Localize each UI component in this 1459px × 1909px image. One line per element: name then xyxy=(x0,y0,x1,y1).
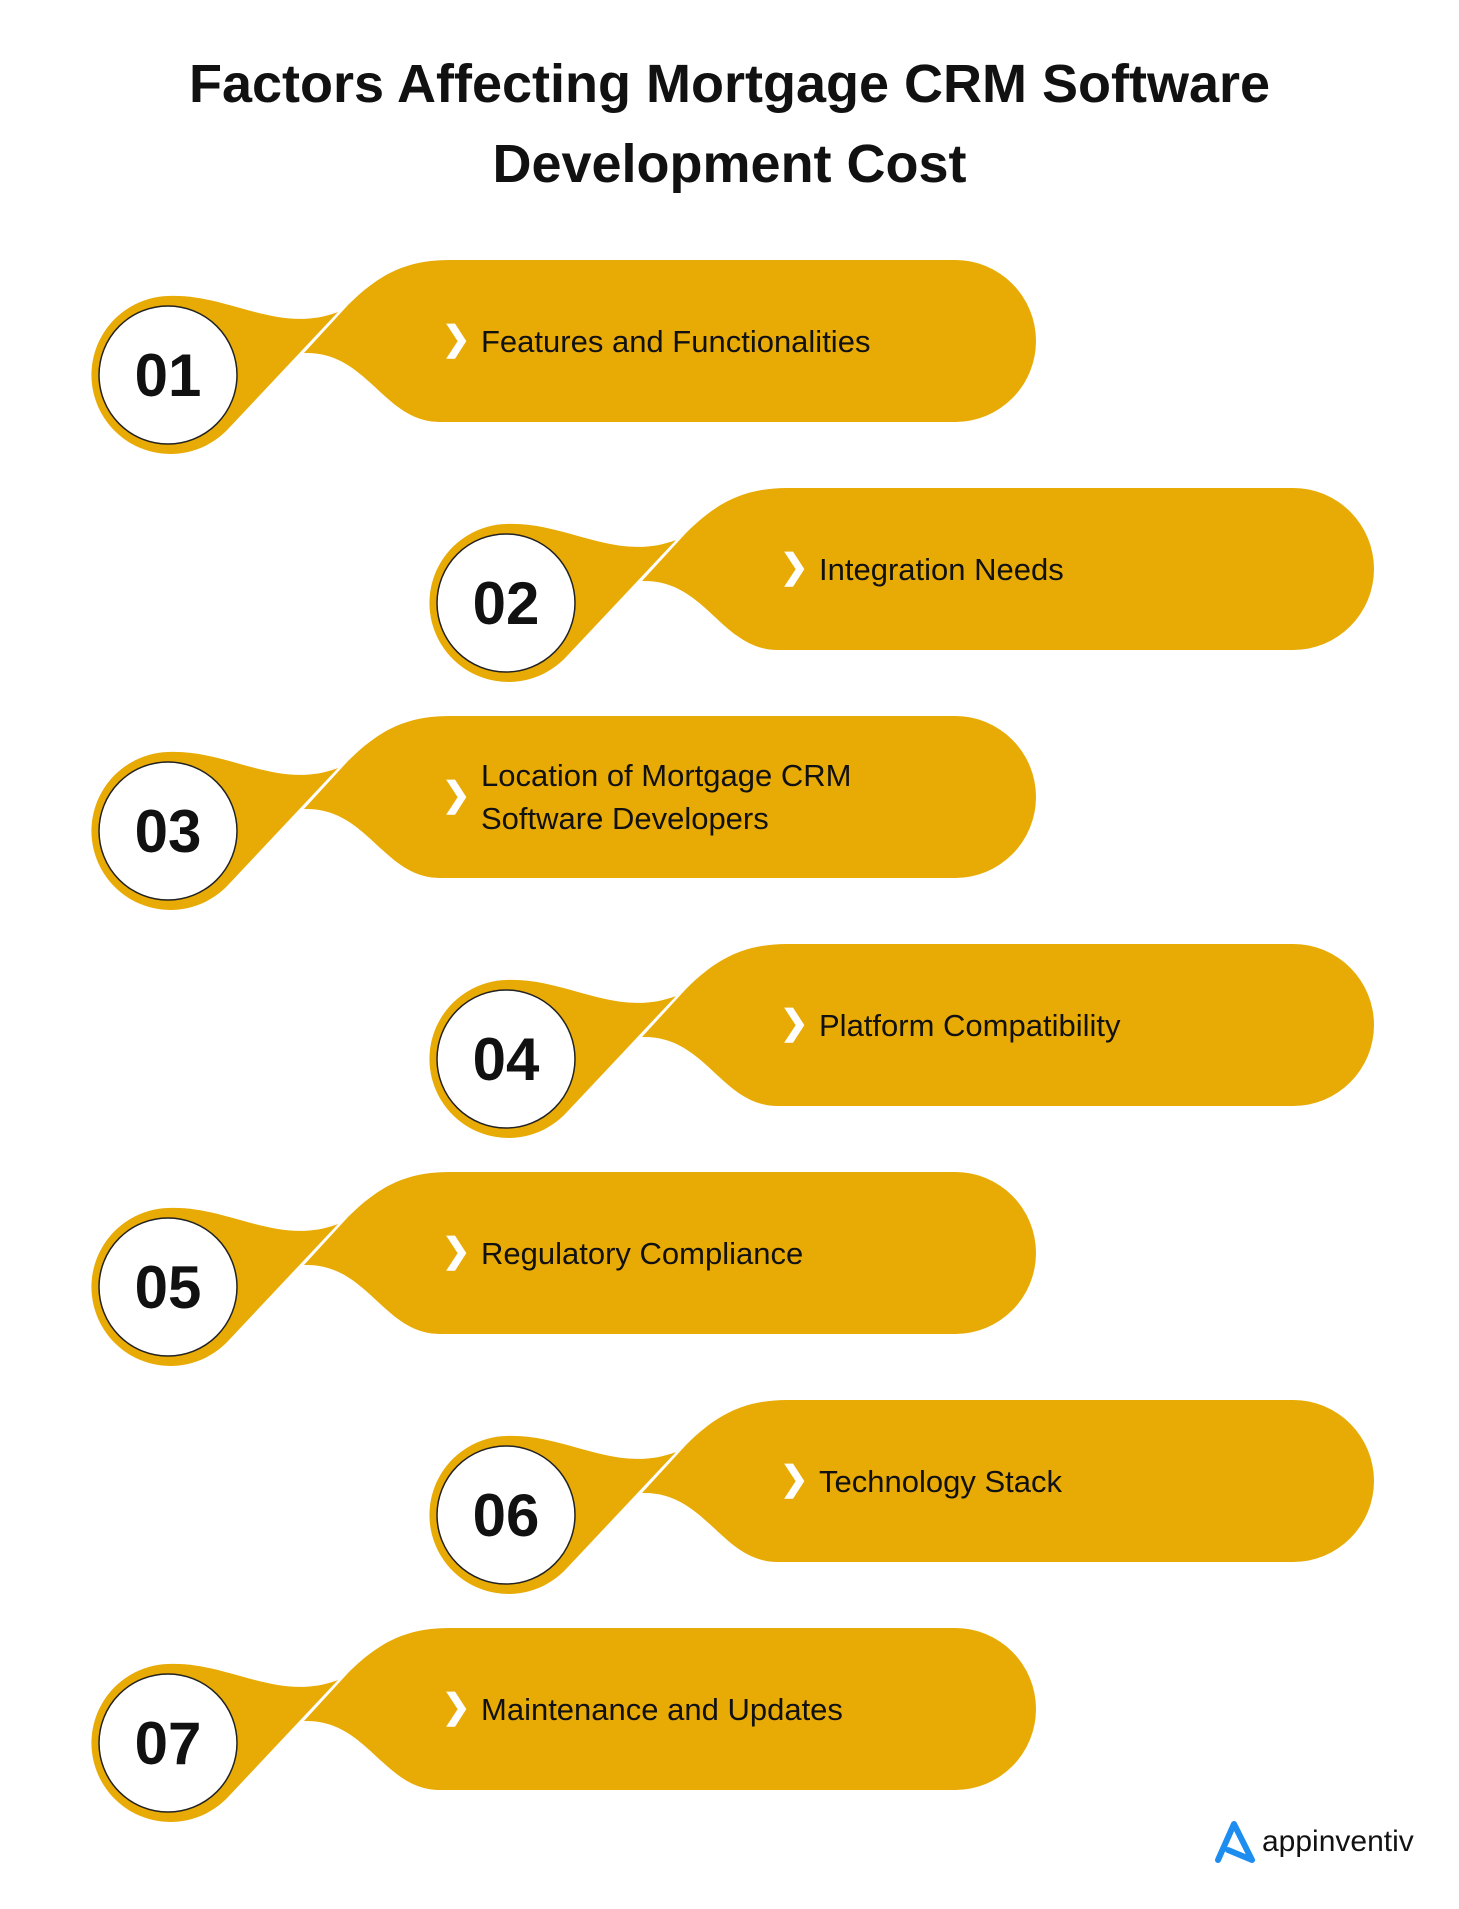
title-line-2: Development Cost xyxy=(492,134,967,194)
factor-label: Integration Needs xyxy=(819,551,1064,587)
label-pill xyxy=(304,1172,1036,1334)
chevron-right-icon: ❯ xyxy=(780,548,809,586)
logo-text: appinventiv xyxy=(1262,1825,1414,1858)
number-circle xyxy=(98,1217,238,1357)
factor-shape xyxy=(429,1400,1374,1594)
factor-shape xyxy=(91,1628,1036,1822)
factor-number: 06 xyxy=(472,1481,540,1549)
chevron-right-icon: ❯ xyxy=(442,1688,471,1726)
factor-number: 02 xyxy=(472,569,540,637)
label-pill xyxy=(642,488,1374,650)
factor-shape xyxy=(91,1172,1036,1366)
factor-shape xyxy=(429,488,1374,682)
page-title: Factors Affecting Mortgage CRM Software … xyxy=(0,44,1459,204)
factor-label: Maintenance and Updates xyxy=(481,1691,843,1727)
factor-number: 03 xyxy=(134,797,202,865)
number-circle xyxy=(98,305,238,445)
factor-shape xyxy=(429,944,1374,1138)
label-pill xyxy=(642,1400,1374,1562)
label-pill xyxy=(304,716,1036,878)
factor-number: 07 xyxy=(134,1709,202,1777)
appinventiv-logo: appinventiv xyxy=(1214,1820,1414,1864)
logo-icon xyxy=(1215,1821,1255,1863)
factor-label: Location of Mortgage CRM Software Develo… xyxy=(481,758,852,836)
label-pill xyxy=(304,260,1036,422)
factor-shape xyxy=(91,716,1036,910)
factor-number: 04 xyxy=(472,1025,540,1093)
factor-label: Regulatory Compliance xyxy=(481,1235,804,1271)
label-pill xyxy=(642,944,1374,1106)
factor-number: 05 xyxy=(134,1253,202,1321)
number-circle xyxy=(98,1673,238,1813)
label-pill xyxy=(304,1628,1036,1790)
number-circle xyxy=(436,533,576,673)
title-line-1: Factors Affecting Mortgage CRM Software xyxy=(188,54,1271,114)
chevron-right-icon: ❯ xyxy=(780,1460,809,1498)
factor-number: 01 xyxy=(134,341,202,409)
factor-label: Features and Functionalities xyxy=(481,323,871,359)
factor-label: Technology Stack xyxy=(819,1463,1062,1499)
chevron-right-icon: ❯ xyxy=(442,320,471,358)
number-circle xyxy=(98,761,238,901)
factor-label: Platform Compatibility xyxy=(819,1007,1121,1043)
number-circle xyxy=(436,1445,576,1585)
number-circle xyxy=(436,989,576,1129)
chevron-right-icon: ❯ xyxy=(780,1004,809,1042)
chevron-right-icon: ❯ xyxy=(442,1232,471,1270)
factor-shape xyxy=(91,260,1036,454)
chevron-right-icon: ❯ xyxy=(442,776,471,814)
